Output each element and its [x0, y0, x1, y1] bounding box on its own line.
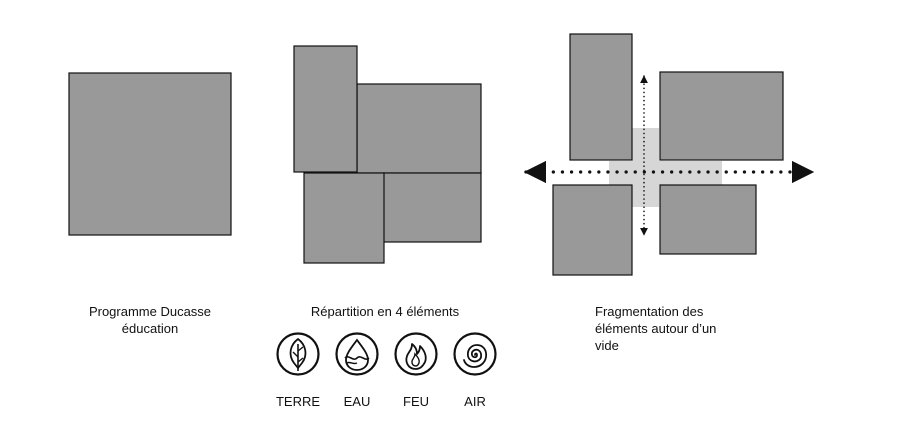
caption-line: éducation: [121, 321, 179, 336]
water-drop-icon: [335, 332, 379, 376]
leaf-icon: [276, 332, 320, 376]
element-label-air: AIR: [464, 394, 486, 409]
caption-line: éléments autour d’un: [595, 321, 717, 336]
panel-repartition: [293, 45, 482, 264]
block-top-left: [293, 45, 358, 173]
void-vertical: [632, 128, 659, 207]
caption-line: Répartition en 4 éléments: [310, 304, 460, 319]
panel-programme: [68, 72, 232, 236]
caption-line: vide: [595, 338, 619, 353]
fragment-bottom-left: [552, 184, 633, 276]
fragment-top-right: [659, 71, 784, 161]
panel-fragmentation: [523, 33, 815, 276]
block-bottom-left: [303, 172, 385, 264]
block-top-right: [356, 83, 482, 174]
caption-repartition: Répartition en 4 éléments: [280, 303, 490, 320]
flame-icon: [394, 332, 438, 376]
fragment-bottom-right: [659, 184, 757, 255]
caption-programme: Programme Ducasse éducation: [60, 303, 240, 337]
element-label-terre: TERRE: [275, 394, 321, 409]
element-label-feu: FEU: [403, 394, 429, 409]
caption-line: Fragmentation des: [595, 304, 704, 319]
spiral-icon: [453, 332, 497, 376]
caption-line: Programme Ducasse: [88, 304, 212, 319]
block-bottom-right: [382, 172, 482, 243]
programme-block: [68, 72, 232, 236]
element-label-eau: EAU: [343, 394, 371, 409]
fragment-top-left: [569, 33, 633, 161]
caption-fragmentation: Fragmentation des éléments autour d’un v…: [595, 303, 795, 354]
